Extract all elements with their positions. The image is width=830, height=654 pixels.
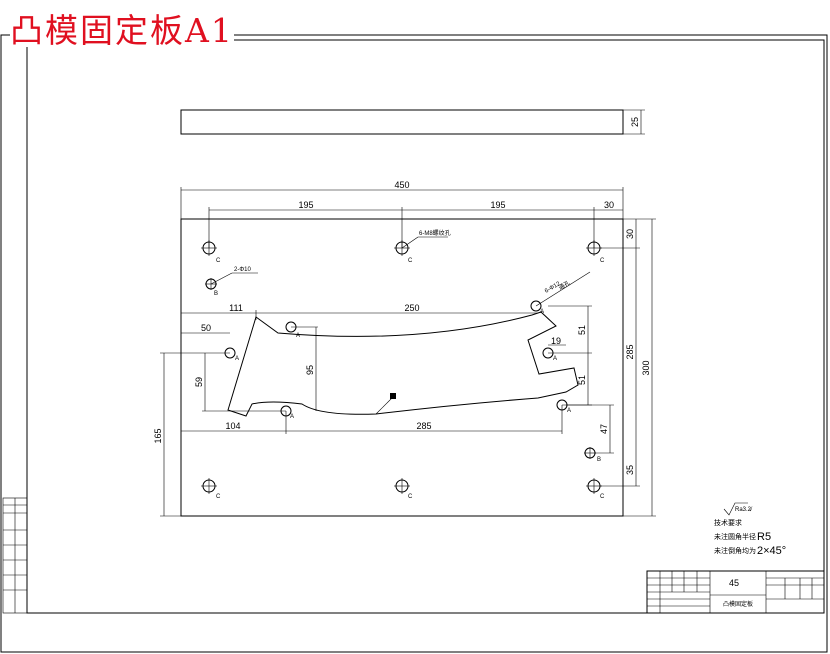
dim-strip-height: 25 <box>630 117 640 127</box>
dim-pin-right-offset: 19 <box>551 336 561 346</box>
dim-right-47: 47 <box>599 424 609 434</box>
hole-c-6 <box>586 478 602 494</box>
drawing-title: 凸模固定板A1 <box>10 11 234 50</box>
hole-c-4 <box>201 478 217 494</box>
outer-border <box>0 34 828 653</box>
label-c-1: C <box>216 258 221 264</box>
label-a-5: A <box>553 356 557 362</box>
label-b-2: B <box>597 457 601 463</box>
hole-c-1 <box>201 240 217 256</box>
callout-a-spec-2: 通孔 <box>557 279 571 292</box>
binding-block-left <box>2 497 28 614</box>
notes-line1-value: R5 <box>757 531 771 543</box>
dim-edge-right: 30 <box>604 200 614 210</box>
callout-b-spec: 2-Φ10 <box>234 267 251 273</box>
dim-bottom-span: 285 <box>416 421 431 431</box>
plate-outline <box>180 218 624 517</box>
svg-text:√: √ <box>749 506 753 513</box>
dim-cut-width: 250 <box>404 303 419 313</box>
dim-cut-h-left: 59 <box>194 377 204 387</box>
dim-cut-h-right-bottom: 51 <box>577 375 587 385</box>
title-block-material: 45 <box>729 578 739 588</box>
notes-line1-prefix: 未注圆角半径 <box>714 532 756 541</box>
label-b-1: B <box>214 291 218 297</box>
hole-b-2 <box>584 447 596 459</box>
label-a-1: A <box>296 333 300 339</box>
label-a-2: A <box>235 356 239 362</box>
roughness-symbol: Ra3.2 √ <box>723 502 753 516</box>
label-c-5: C <box>408 494 413 500</box>
inner-frame <box>26 39 825 614</box>
label-a-3: A <box>290 414 294 420</box>
notes-heading: 技术要求 <box>714 518 742 527</box>
dim-bottom-left-offset: 104 <box>225 421 240 431</box>
hole-c-3 <box>586 240 602 256</box>
hole-a-4 <box>530 300 542 312</box>
dim-cut-h-right-top: 51 <box>577 325 587 335</box>
label-a-4: A <box>540 309 544 315</box>
notes-line2-prefix: 未注倒角均为 <box>714 546 756 555</box>
label-c-6: C <box>600 494 605 500</box>
dim-pin-left-offset: 50 <box>201 323 211 333</box>
callout-c-spec: 6-M8螺纹孔 <box>419 229 451 237</box>
roughness-value: Ra3.2 <box>735 507 752 513</box>
dim-left-height: 165 <box>153 428 163 443</box>
dim-overall-width: 450 <box>394 180 409 190</box>
dim-cut-left-offset: 111 <box>229 303 243 313</box>
section-marker <box>390 393 396 399</box>
dim-cut-h-mid: 95 <box>305 365 315 375</box>
dim-hole-pitch-right: 195 <box>490 200 505 210</box>
label-c-3: C <box>600 258 605 264</box>
title-block <box>646 570 825 614</box>
dim-right-35: 35 <box>625 465 635 475</box>
punch-cavity <box>227 311 579 417</box>
dim-edge-top: 30 <box>625 229 635 239</box>
dim-hole-span-vertical: 285 <box>625 344 635 359</box>
hole-c-5 <box>394 478 410 494</box>
notes-line2-value: 2×45° <box>757 545 786 557</box>
dim-overall-height: 300 <box>641 360 651 375</box>
title-block-part-name: 凸模固定板 <box>723 600 753 608</box>
label-a-6: A <box>567 408 571 414</box>
dim-hole-pitch-left: 195 <box>298 200 313 210</box>
label-c-2: C <box>408 258 413 264</box>
plate-side-view <box>180 109 624 135</box>
label-c-4: C <box>216 494 221 500</box>
